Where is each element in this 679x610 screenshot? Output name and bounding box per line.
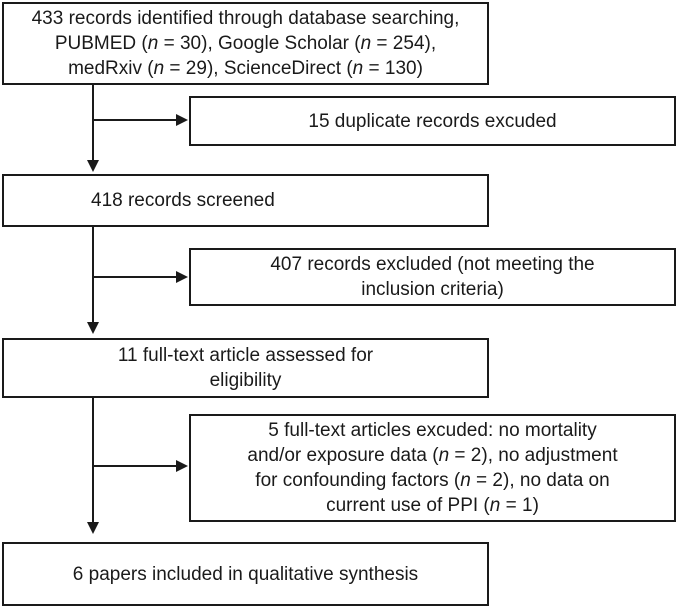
fulltext-line-2: eligibility: [209, 370, 282, 391]
identified-line-1: 433 records identified through database …: [31, 8, 460, 29]
included-text: 6 papers included in qualitative synthes…: [72, 563, 419, 585]
fulltext-excluded-line-2: and/or exposure data (n = 2), no adjustm…: [247, 445, 618, 466]
fulltext-line-1: 11 full-text article assessed for: [117, 345, 374, 366]
fulltext-excluded-box: 5 full-text articles excuded: no mortali…: [189, 414, 676, 522]
identified-line-3: medRxiv (n = 29), ScienceDirect (n = 130…: [68, 58, 423, 79]
excluded-line-1: 407 records excluded (not meeting the: [270, 254, 595, 275]
fulltext-box: 11 full-text article assessed for eligib…: [2, 338, 489, 398]
identified-line-2: PUBMED (n = 30), Google Scholar (n = 254…: [54, 33, 437, 54]
included-box: 6 papers included in qualitative synthes…: [2, 542, 489, 606]
screened-text: 418 records screened: [91, 190, 275, 211]
fulltext-excluded-line-3: for confounding factors (n = 2), no data…: [255, 470, 610, 491]
screened-box: 418 records screened: [2, 174, 489, 227]
duplicates-box: 15 duplicate records excuded: [189, 96, 676, 146]
excluded-box: 407 records excluded (not meeting the in…: [189, 248, 676, 306]
excluded-line-2: inclusion criteria): [361, 279, 504, 300]
fulltext-excluded-line-4: current use of PPI (n = 1): [326, 495, 539, 516]
fulltext-excluded-line-1: 5 full-text articles excuded: no mortali…: [268, 420, 597, 441]
duplicates-text: 15 duplicate records excuded: [308, 110, 557, 132]
identified-box: 433 records identified through database …: [2, 2, 489, 85]
